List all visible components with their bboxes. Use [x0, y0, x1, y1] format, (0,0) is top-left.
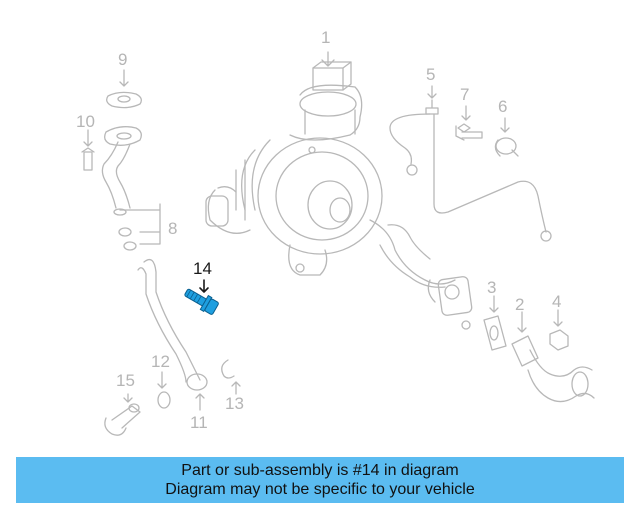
bolt-10 — [81, 147, 95, 171]
turbocharger — [205, 61, 383, 276]
bolt-14-highlighted[interactable] — [182, 279, 219, 316]
banner-line-2: Diagram may not be specific to your vehi… — [165, 481, 475, 498]
part-number-8: 8 — [168, 219, 178, 238]
part-number-10: 10 — [76, 112, 95, 131]
washer-12 — [157, 391, 171, 409]
part-number-1: 1 — [321, 28, 331, 47]
part-number-11: 11 — [190, 413, 208, 432]
part-number-15: 15 — [116, 371, 135, 390]
fitting-6 — [494, 137, 519, 157]
gasket-3 — [483, 315, 507, 351]
part-number-2: 2 — [515, 295, 525, 314]
part-number-14[interactable]: 14 — [193, 259, 212, 278]
part-number-4: 4 — [552, 292, 562, 311]
oil-feed-line — [389, 99, 552, 242]
exhaust-outlet — [369, 219, 473, 330]
oil-return-pipe — [101, 126, 161, 251]
outlet-pipe-2 — [511, 335, 595, 403]
part-number-12: 12 — [151, 352, 170, 371]
part-number-9: 9 — [118, 50, 128, 69]
nut-4 — [549, 329, 569, 351]
pipe-11 — [137, 258, 208, 391]
part-number-3: 3 — [487, 278, 497, 297]
bolt-7 — [455, 123, 483, 141]
part-number-6: 6 — [498, 97, 508, 116]
part-number-7: 7 — [460, 85, 470, 104]
connector-15 — [104, 403, 141, 436]
clip-13 — [221, 359, 235, 379]
leader-lines — [83, 51, 563, 411]
info-banner: Part or sub-assembly is #14 in diagram D… — [16, 457, 624, 503]
gasket-9 — [106, 91, 142, 109]
part-number-13: 13 — [225, 394, 244, 413]
banner-line-1: Part or sub-assembly is #14 in diagram — [181, 462, 459, 479]
part-number-5: 5 — [426, 65, 436, 84]
